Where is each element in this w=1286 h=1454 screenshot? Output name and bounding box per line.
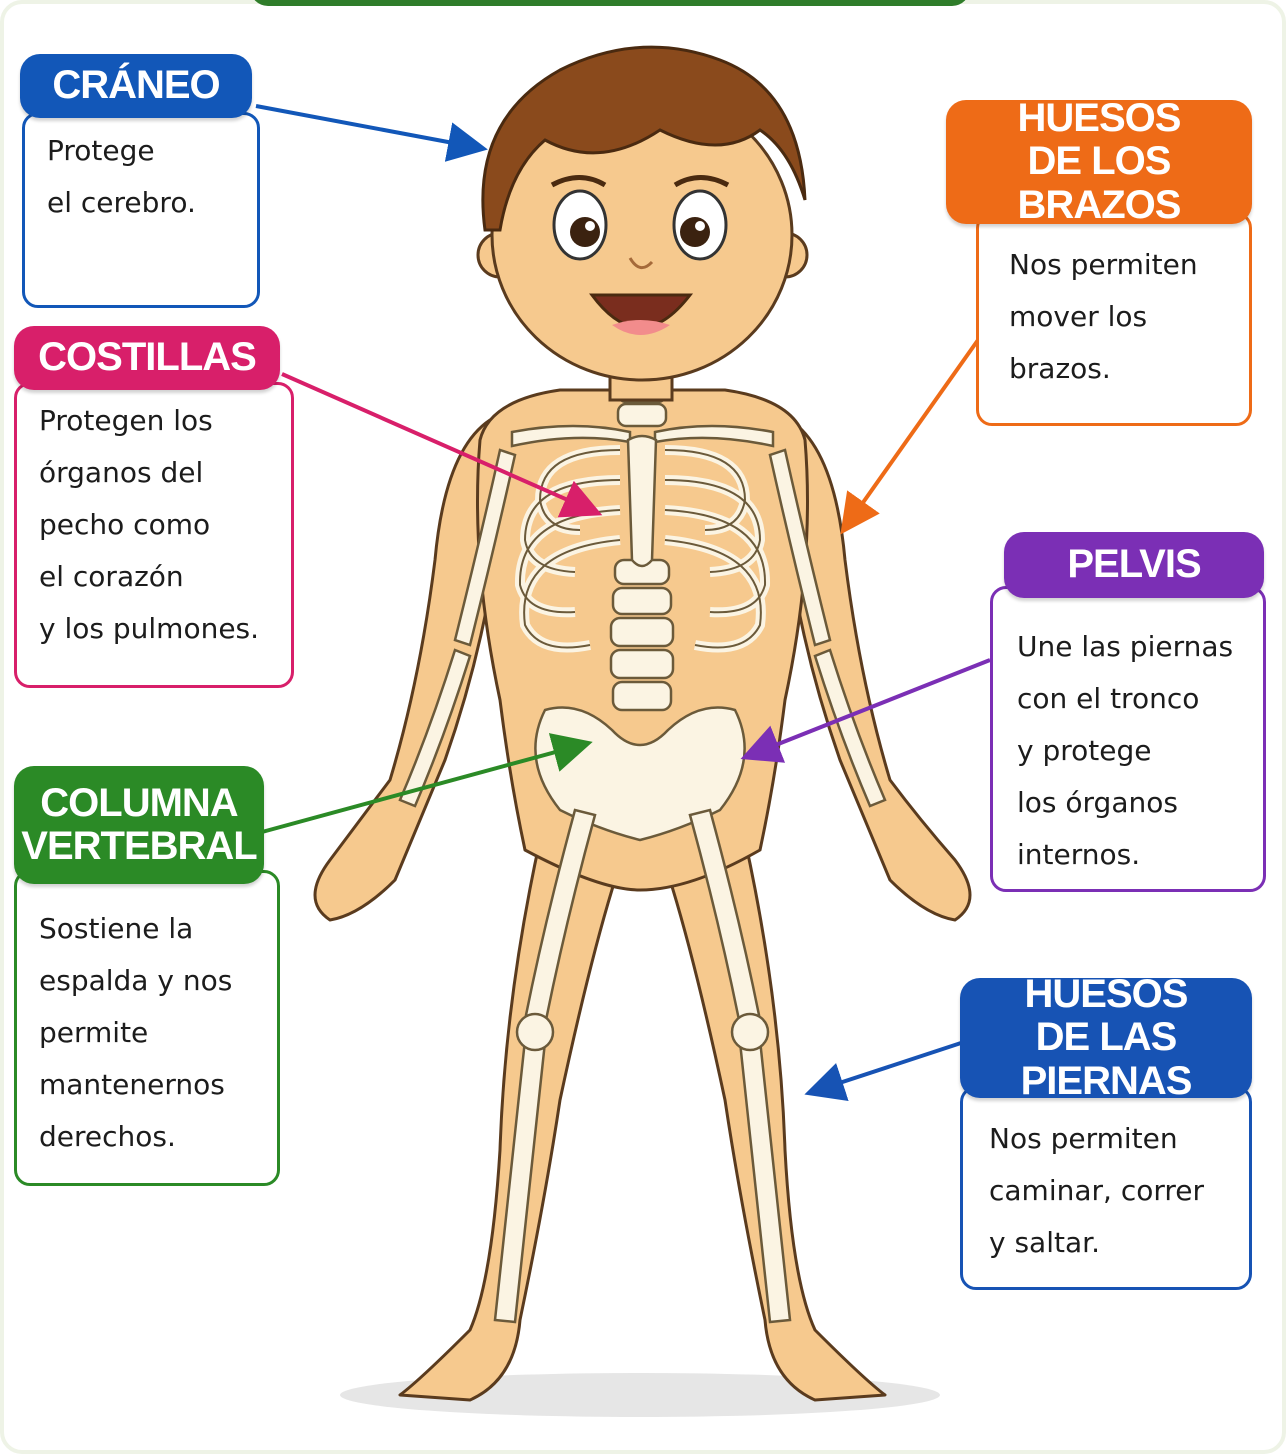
label-huesos-piernas: Nos permiten caminar, correr y saltar. H… (960, 978, 1252, 1290)
label-pelvis-text: Une las piernas con el tronco y protege … (990, 586, 1266, 892)
label-pelvis: Une las piernas con el tronco y protege … (990, 532, 1266, 892)
label-craneo-text: Protege el cerebro. (22, 112, 260, 308)
label-costillas-title: COSTILLAS (14, 326, 280, 390)
label-columna-vertebral-title: COLUMNA VERTEBRAL (14, 766, 264, 884)
right-arm (790, 420, 970, 920)
label-costillas: Protegen los órganos del pecho como el c… (14, 326, 294, 688)
left-arm (315, 420, 495, 920)
sternum (628, 436, 656, 566)
label-costillas-text: Protegen los órganos del pecho como el c… (14, 382, 294, 688)
label-columna-vertebral: Sostiene la espalda y nos permite manten… (14, 766, 280, 1186)
arrow-piernas (812, 1042, 964, 1092)
label-columna-vertebral-text: Sostiene la espalda y nos permite manten… (14, 870, 280, 1186)
label-huesos-brazos: Nos permiten mover los brazos. HUESOS DE… (946, 100, 1252, 426)
label-pelvis-title: PELVIS (1004, 532, 1264, 598)
child-head (478, 47, 807, 400)
label-huesos-piernas-text: Nos permiten caminar, correr y saltar. (960, 1086, 1252, 1290)
label-huesos-piernas-title: HUESOS DE LAS PIERNAS (960, 978, 1252, 1098)
arrow-craneo (256, 106, 480, 148)
label-huesos-brazos-title: HUESOS DE LOS BRAZOS (946, 100, 1252, 224)
label-craneo: Protege el cerebro. CRÁNEO (20, 54, 260, 254)
label-craneo-title: CRÁNEO (20, 54, 252, 118)
label-huesos-brazos-text: Nos permiten mover los brazos. (976, 212, 1252, 426)
